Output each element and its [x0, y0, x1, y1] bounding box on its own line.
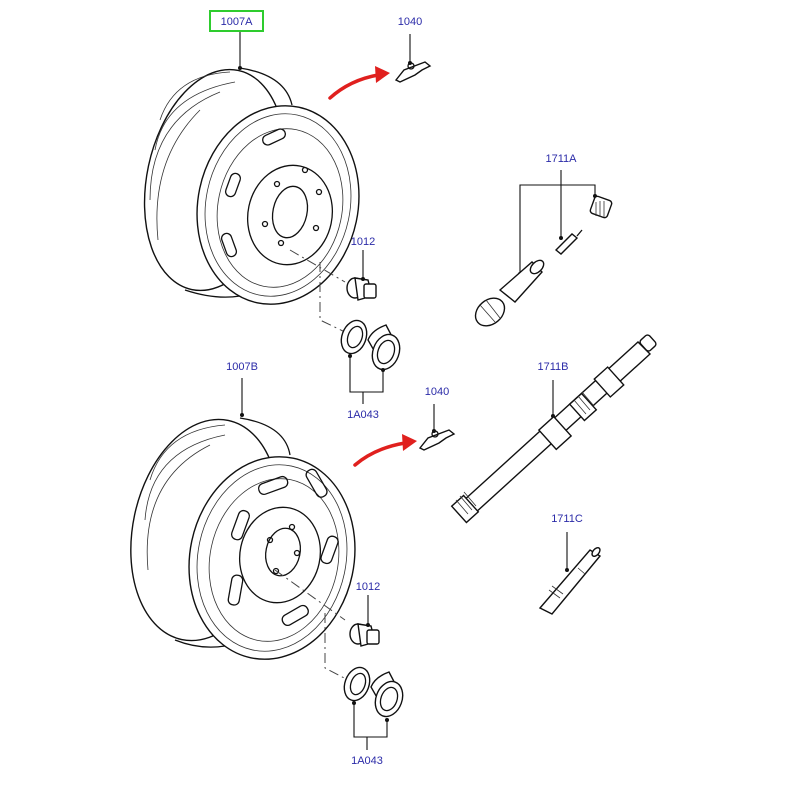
arrow-icon: [353, 441, 407, 467]
callout-1040-bottom[interactable]: 1040: [425, 386, 449, 398]
wheel-nut-1012-top[interactable]: [346, 277, 377, 301]
callout-1007b[interactable]: 1007B: [226, 361, 258, 373]
callout-1711c[interactable]: 1711C: [551, 513, 583, 525]
wheel-weight-1040-top[interactable]: [394, 61, 432, 83]
valve-tool-1711c[interactable]: [538, 546, 602, 615]
callout-1a043-bottom[interactable]: 1A043: [351, 755, 383, 767]
center-cap-1a043-bottom[interactable]: [340, 664, 407, 720]
valve-stem-1711a[interactable]: [470, 258, 546, 332]
center-cap-1a043-top[interactable]: [337, 317, 404, 373]
wheel-1007b[interactable]: [111, 405, 373, 674]
callout-1007a[interactable]: 1007A: [221, 16, 253, 28]
wheel-nut-1012-bottom[interactable]: [349, 623, 380, 647]
valve-core-1711a[interactable]: [554, 229, 583, 255]
callout-1711b[interactable]: 1711B: [538, 361, 569, 373]
callout-1711a[interactable]: 1711A: [546, 153, 578, 165]
selected-callout-highlight: [209, 10, 264, 32]
callout-1a043-top[interactable]: 1A043: [347, 409, 379, 421]
callout-1012-top[interactable]: 1012: [351, 236, 375, 248]
callout-1040-top[interactable]: 1040: [398, 16, 422, 28]
valve-tool-1711b[interactable]: [450, 334, 657, 524]
valve-cap-1711a[interactable]: [589, 195, 613, 219]
wheel-weight-1040-bottom[interactable]: [418, 429, 456, 451]
callout-1012-bottom[interactable]: 1012: [356, 581, 380, 593]
arrow-icon: [328, 73, 380, 100]
wheel-1007a[interactable]: [125, 56, 377, 319]
